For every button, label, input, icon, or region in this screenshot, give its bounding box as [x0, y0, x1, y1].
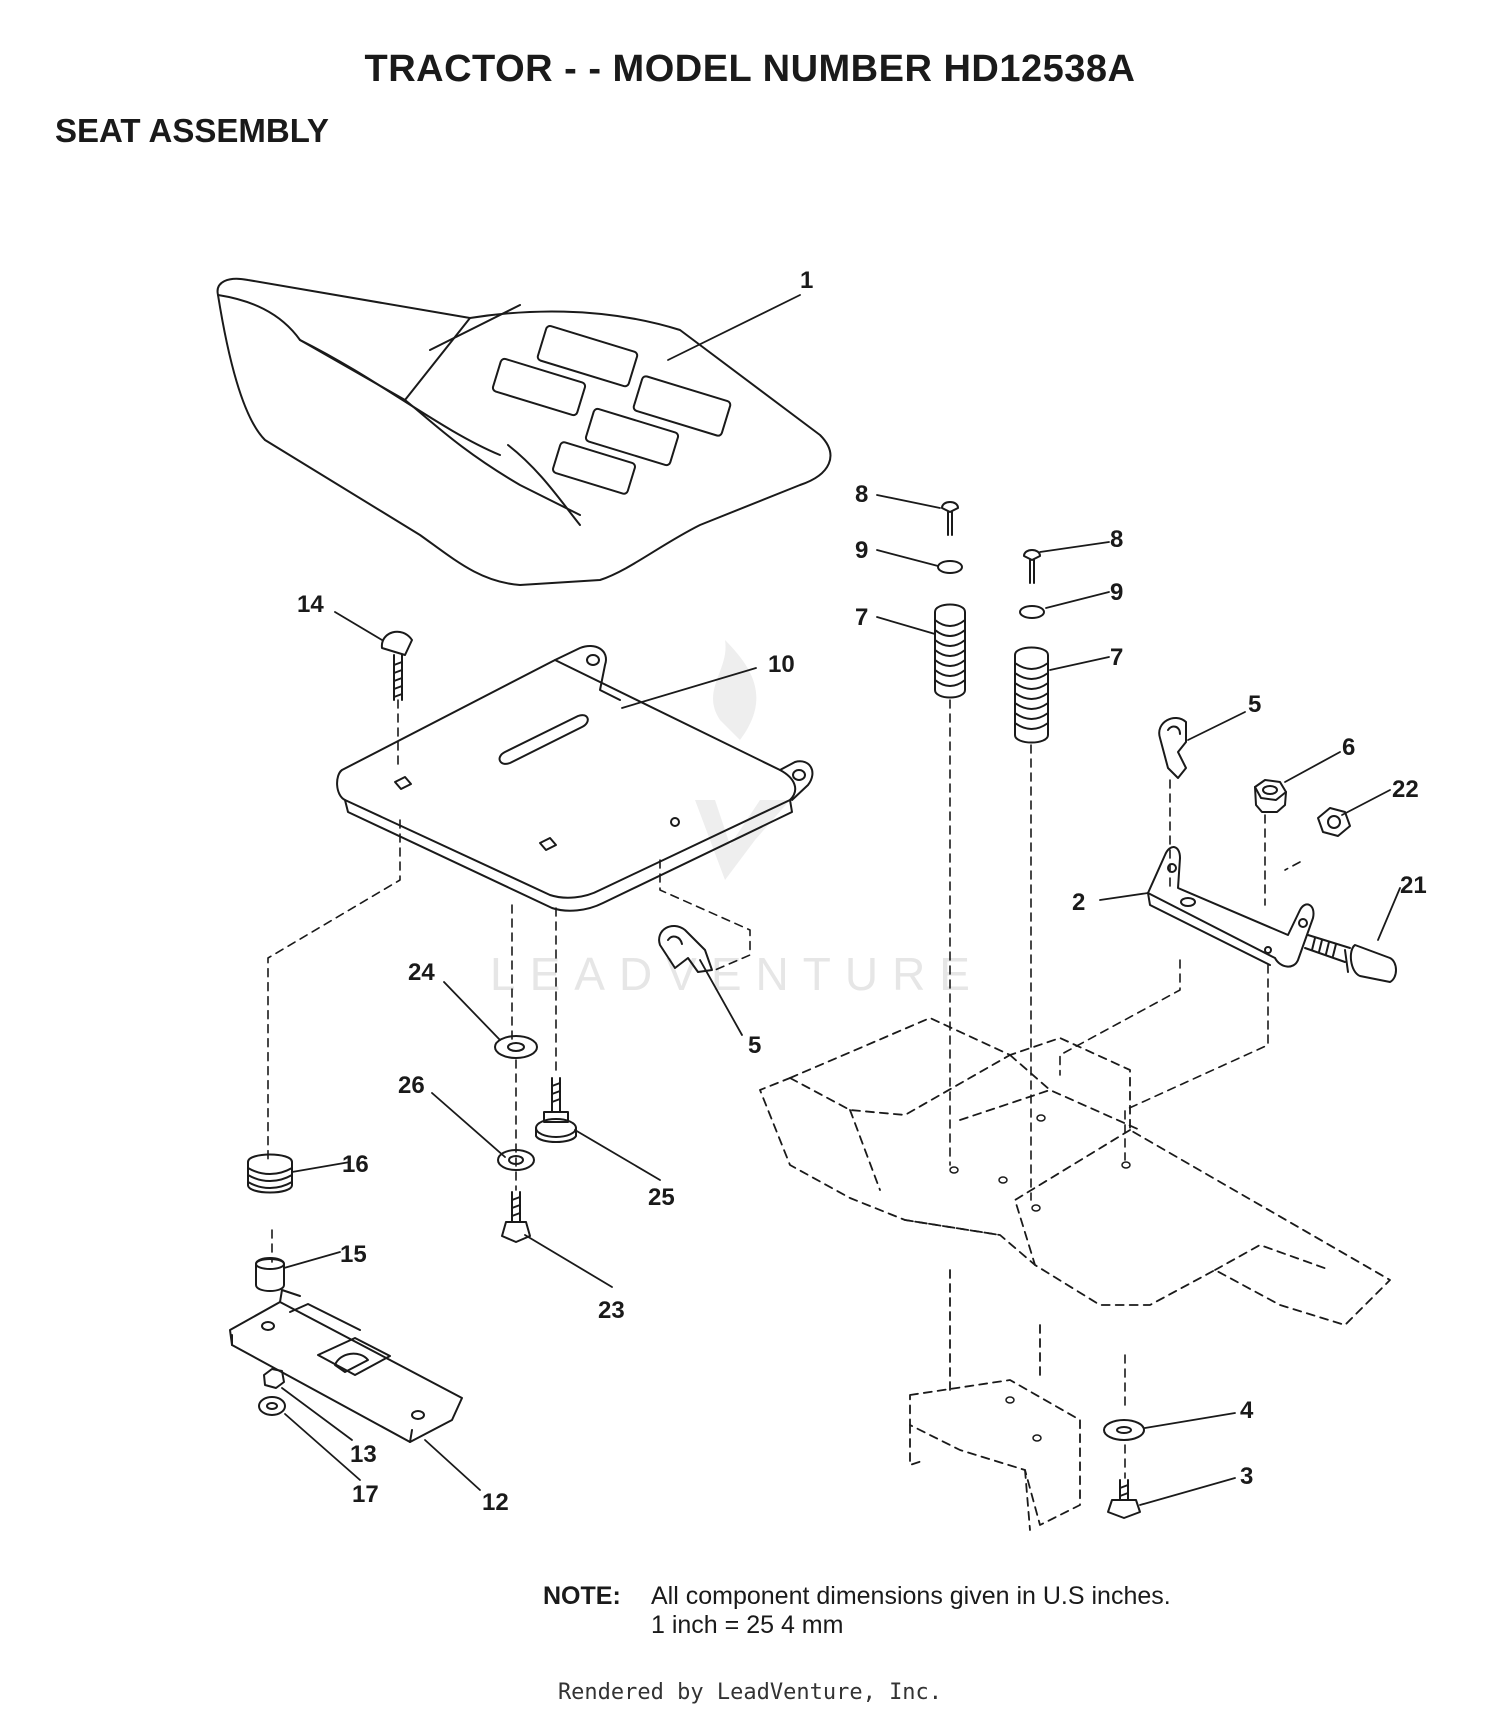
callout-22: 22: [1392, 776, 1419, 803]
note-label: NOTE:: [543, 1582, 621, 1610]
callout-5b: 5: [748, 1032, 761, 1059]
seat-pan: [336, 645, 814, 912]
seat-cushion: [216, 277, 832, 586]
callout-13: 13: [350, 1441, 377, 1468]
spacer: [255, 1257, 285, 1292]
shoulder-screw: [535, 1077, 577, 1143]
seat-spring-left: [934, 603, 966, 699]
callout-2: 2: [1072, 889, 1085, 916]
callout-25: 25: [648, 1184, 675, 1211]
seat-bracket: [1147, 846, 1315, 968]
spring-washer-left: [937, 560, 963, 574]
callout-4: 4: [1240, 1397, 1254, 1424]
seat-mount-plate: [229, 1289, 463, 1443]
callout-3: 3: [1240, 1463, 1253, 1490]
assembly-dashed-lines: [267, 699, 1301, 1479]
callout-26: 26: [398, 1072, 425, 1099]
callout-labels: 1 2 3 4 5 5 6 7 7 8 8 9 9 10 12 13 14 15…: [297, 267, 1427, 1516]
dimension-note: NOTE: All component dimensions given in U…: [543, 1582, 1171, 1640]
frame-hex-bolt: [1107, 1479, 1141, 1519]
callout-21: 21: [1400, 872, 1427, 899]
flat-washer-lower-hole: [508, 1155, 524, 1165]
callout-8a: 8: [855, 481, 868, 508]
seat-spring-right: [1014, 646, 1049, 744]
callout-17: 17: [352, 1481, 379, 1508]
watermark-text: LEADVENTURE: [490, 948, 984, 1000]
plate-lock-washer: [258, 1396, 286, 1416]
flat-washer-upper: [494, 1035, 538, 1059]
carriage-bolt: [380, 630, 413, 701]
plate-nut: [263, 1368, 285, 1389]
hex-bolt-small: [501, 1191, 531, 1243]
callout-9b: 9: [1110, 579, 1123, 606]
page-title: TRACTOR - - MODEL NUMBER HD12538A: [364, 48, 1136, 90]
flat-washer-lower: [497, 1149, 535, 1171]
spring-clip-lower: [658, 925, 713, 973]
bumper-spring: [247, 1153, 293, 1194]
spring-pin-left: [941, 501, 959, 536]
note-line-2: 1 inch = 25 4 mm: [651, 1611, 844, 1639]
hex-nut: [1254, 779, 1287, 813]
callout-7b: 7: [1110, 644, 1123, 671]
flat-washer-upper-hole: [507, 1042, 525, 1052]
frame-washer: [1103, 1419, 1145, 1441]
callout-10: 10: [768, 651, 795, 678]
lock-nut: [1317, 807, 1351, 837]
callout-9a: 9: [855, 537, 868, 564]
callout-leader-lines: [281, 294, 1401, 1506]
shoulder-bolt: [1304, 934, 1397, 983]
callout-24: 24: [408, 959, 435, 986]
callout-6: 6: [1342, 734, 1355, 761]
spring-pin-right: [1023, 549, 1041, 584]
note-line-1: All component dimensions given in U.S in…: [651, 1582, 1171, 1610]
callout-1: 1: [800, 267, 813, 294]
callout-16: 16: [342, 1151, 369, 1178]
leadventure-watermark: LEADVENTURE: [490, 640, 984, 1000]
callout-7a: 7: [855, 604, 868, 631]
frame-mounting-holes: [949, 1114, 1131, 1442]
callout-15: 15: [340, 1241, 367, 1268]
callout-8b: 8: [1110, 526, 1123, 553]
callout-14: 14: [297, 591, 324, 618]
spring-clip-upper: [1158, 717, 1187, 779]
render-credit: Rendered by LeadVenture, Inc.: [557, 1680, 943, 1705]
section-title: SEAT ASSEMBLY: [55, 112, 329, 149]
callout-12: 12: [482, 1489, 509, 1516]
callout-5a: 5: [1248, 691, 1261, 718]
spring-washer-right: [1019, 605, 1045, 619]
callout-23: 23: [598, 1297, 625, 1324]
tractor-frame-outline: [759, 1017, 1391, 1531]
